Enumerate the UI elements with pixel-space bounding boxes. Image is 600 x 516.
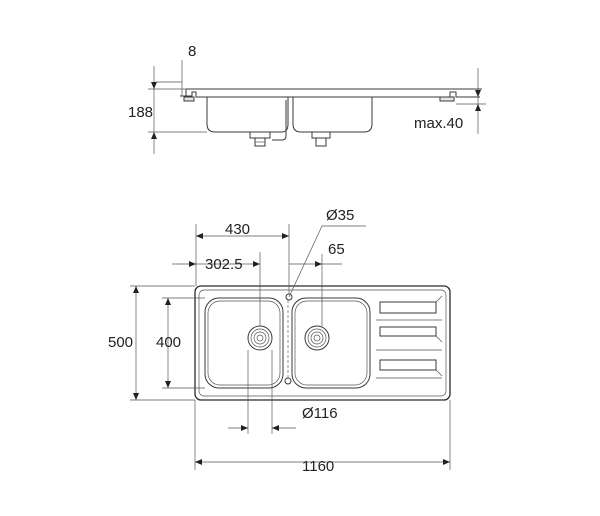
- dim-d35-leader: [288, 225, 323, 298]
- dim-430-label: 430: [225, 221, 250, 238]
- dim-302-arrow-left: [189, 261, 196, 267]
- dim-d116-label: Ø116: [302, 405, 338, 422]
- dim-400-arrow-top: [165, 298, 171, 305]
- dim-65-arrow: [315, 261, 322, 267]
- dim-max40-arrow-bottom: [475, 104, 481, 111]
- side-bowl-left: [206, 97, 289, 133]
- top-inner-rim: [198, 289, 447, 397]
- dim-188-arrow-bottom: [151, 132, 157, 139]
- side-view: 8 188 max.40: [128, 43, 486, 154]
- dim-302-arrow-right: [253, 261, 260, 267]
- dim-188-label: 188: [128, 104, 153, 121]
- overflow-hole: [284, 377, 292, 385]
- dim-430-arrow-right: [282, 233, 289, 239]
- dim-1160-arrow-right: [443, 459, 450, 465]
- dim-max40-arrow-top: [475, 90, 481, 97]
- dim-430-arrow-left: [196, 233, 203, 239]
- side-overflow-pipe: [272, 100, 287, 141]
- side-drain-right: [311, 131, 331, 139]
- side-bowl-right: [292, 97, 373, 133]
- side-drain-left: [249, 131, 271, 139]
- dim-188-arrow-top: [151, 82, 157, 89]
- dim-max40-label: max.40: [414, 115, 463, 132]
- dim-400-label: 400: [156, 334, 181, 351]
- dim-d116-arrow-right: [272, 425, 279, 431]
- top-bowl-left-inner: [207, 300, 281, 386]
- dim-500-arrow-bottom: [133, 393, 139, 400]
- dim-d35-label: Ø35: [326, 207, 354, 224]
- dim-400-arrow-bottom: [165, 381, 171, 388]
- dim-500-arrow-top: [133, 286, 139, 293]
- top-view: Ø35 430 302.5 65 500 400: [108, 207, 451, 475]
- side-clamp-right: [439, 96, 455, 102]
- side-drain-right-body: [315, 137, 327, 147]
- top-outer-rim: [194, 285, 451, 401]
- top-bowl-right-inner: [294, 300, 368, 386]
- dim-1160-label: 1160: [302, 458, 334, 475]
- outlet-left: [247, 325, 273, 351]
- outlet-right: [304, 325, 330, 351]
- side-rim-line: [180, 91, 480, 98]
- dim-65-label: 65: [328, 241, 345, 258]
- dim-1160-arrow-left: [195, 459, 202, 465]
- top-bowl-left: [204, 297, 284, 389]
- drainer-board: [376, 295, 443, 379]
- side-clamp-left: [183, 96, 195, 102]
- dim-500-label: 500: [108, 334, 133, 351]
- top-bowl-right: [291, 297, 371, 389]
- dim-302-label: 302.5: [205, 256, 243, 273]
- dim-d116-arrow-left: [241, 425, 248, 431]
- dim-8-label: 8: [188, 43, 196, 60]
